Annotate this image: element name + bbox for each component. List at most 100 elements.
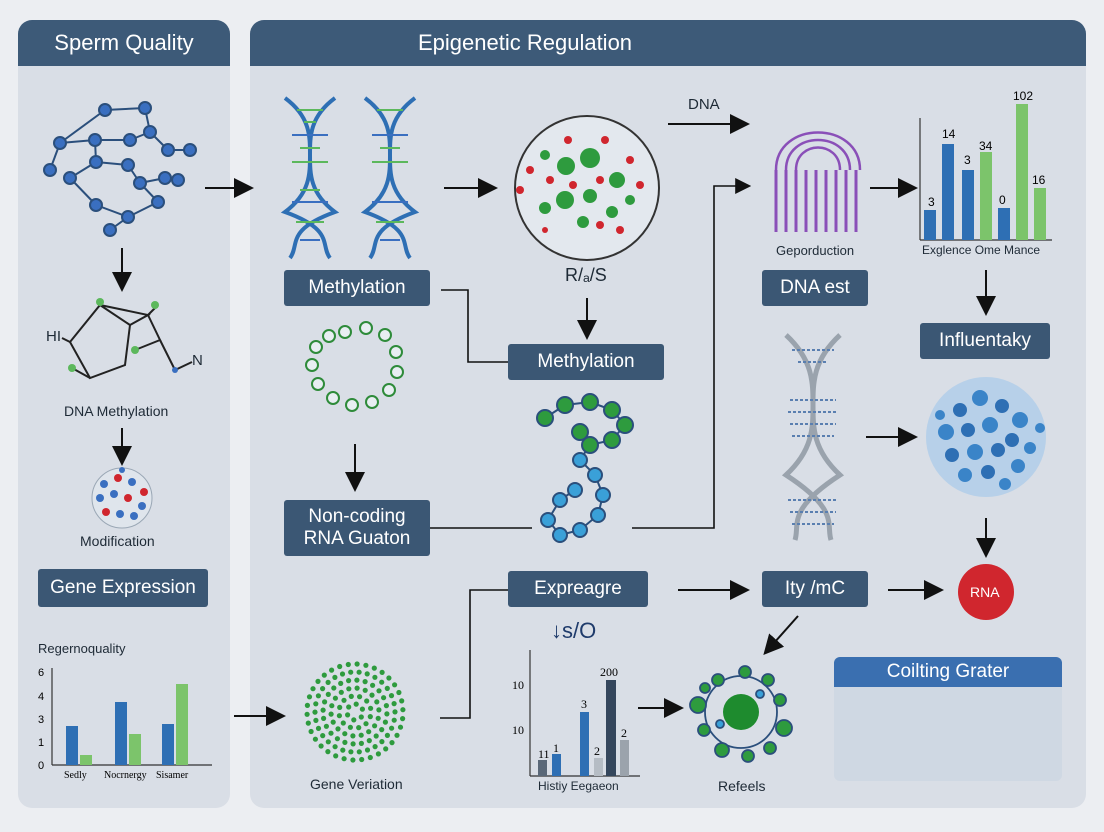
- gene-variation-dot: [334, 736, 340, 742]
- mini-bar-2b: [129, 734, 141, 765]
- rna-node-text: RNA: [970, 584, 1000, 600]
- bottom-label-2a: 2: [594, 744, 600, 758]
- gene-variation-dot: [371, 665, 377, 671]
- gene-variation-dot: [325, 679, 331, 686]
- gene-variation-dot: [320, 733, 326, 739]
- gene-variation-dot: [367, 754, 373, 761]
- bottom-bar-5: [606, 680, 616, 776]
- bottom-ytick-2: 10: [512, 723, 524, 737]
- mini-ytick-6: 6: [38, 667, 44, 679]
- gene-variation-dot: [329, 667, 335, 673]
- gene-variation-dot: [359, 756, 365, 763]
- silver-dna-icon: [781, 333, 845, 541]
- gene-variation-dot: [354, 685, 360, 691]
- gene-variation-dot: [356, 749, 362, 755]
- top-label-3b: 3: [964, 153, 971, 167]
- molecule-letter-h: HI: [46, 328, 61, 345]
- blue-cluster-icon: [926, 377, 1046, 497]
- gene-variation-dot: [358, 714, 364, 720]
- noncoding-rna-label: Non-coding RNA Guaton: [284, 500, 430, 556]
- gene-variation-dot: [315, 693, 321, 699]
- bottom-ytick-1: 10: [512, 678, 524, 692]
- epigenetic-regulation-title: Epigenetic Regulation: [418, 30, 633, 55]
- gene-variation-dot: [320, 686, 326, 692]
- gene-variation-dot: [328, 730, 334, 736]
- gene-variation-dot: [374, 699, 380, 705]
- top-bar-5: [998, 208, 1010, 240]
- gene-variation-dot: [370, 682, 376, 688]
- gene-variation-dot: [325, 691, 331, 698]
- purple-comb-icon: [774, 131, 862, 232]
- gene-variation-dot: [366, 729, 372, 735]
- gene-variation-dot: [369, 692, 375, 698]
- dna-helix-icon-1: [280, 96, 340, 260]
- ity-mc-label: Ity /mC: [762, 571, 868, 607]
- gene-variation-dot: [348, 693, 354, 700]
- dna-est-label: DNA est: [762, 270, 868, 306]
- top-bar-4: [980, 152, 992, 240]
- bottom-label-11: 11: [538, 747, 550, 761]
- gene-variation-dot: [330, 719, 336, 725]
- modification-sphere-icon: [91, 467, 153, 529]
- gene-variation-dot: [383, 746, 389, 752]
- mini-bar-1b: [80, 755, 92, 765]
- mini-xtick-3: Sisamer: [156, 770, 189, 781]
- gene-variation-dot: [337, 704, 343, 711]
- gene-variation-dot: [389, 725, 395, 731]
- gene-variation-dot: [321, 715, 327, 722]
- gene-variation-dot: [350, 757, 356, 763]
- gene-variation-dot: [358, 732, 364, 738]
- mini-chart-title: Regernoquality: [38, 641, 126, 656]
- gene-variation-dot: [368, 705, 374, 711]
- top-bar-3: [962, 170, 974, 240]
- mini-ytick-0: 0: [38, 760, 44, 772]
- gene-variation-dot: [308, 728, 314, 735]
- gene-variation-dot: [357, 694, 363, 700]
- gene-variation-dot: [372, 744, 378, 750]
- mini-xtick-1: Sedly: [64, 770, 87, 781]
- gene-variation-dot: [362, 687, 368, 693]
- ros-text: R/ₐ/S: [565, 265, 607, 285]
- gene-variation-dot: [340, 720, 346, 726]
- gene-variation-dot: [394, 732, 400, 738]
- gene-variation-dot: [363, 662, 369, 668]
- dna-methylation-text: DNA Methylation: [64, 403, 169, 419]
- gene-variation-dot: [339, 671, 346, 677]
- top-bar-6: [1016, 104, 1028, 240]
- bottom-bar-6: [620, 740, 629, 776]
- gene-variation-dot: [400, 707, 406, 713]
- chemical-structure-icon: [61, 298, 193, 380]
- gene-variation-dot: [350, 741, 356, 747]
- sperm-quality-header: Sperm Quality: [18, 20, 230, 66]
- gene-variation-dot: [364, 671, 370, 677]
- gene-variation-dot: [341, 697, 347, 703]
- gene-variation-dot: [304, 711, 310, 717]
- top-bar-1: [924, 210, 936, 240]
- bottom-label-200: 200: [600, 665, 618, 679]
- gene-variation-dot: [346, 686, 352, 692]
- mini-ytick-1: 1: [38, 737, 44, 749]
- gene-variation-dot: [356, 725, 362, 731]
- gene-variation-dot: [332, 674, 338, 681]
- gene-expression-label: Gene Expression: [38, 569, 208, 607]
- mini-bar-1a: [66, 726, 78, 765]
- gene-variation-dot: [315, 725, 322, 732]
- gene-variation-dot: [333, 753, 339, 759]
- gene-variation-dot: [399, 698, 405, 704]
- gene-variation-dot: [322, 699, 328, 705]
- gene-variation-dot: [363, 721, 369, 727]
- gene-variation-dot: [347, 724, 353, 730]
- gene-variation-dot: [321, 672, 327, 678]
- gene-variation-dot: [351, 717, 357, 723]
- top-bar-7: [1034, 188, 1046, 240]
- gene-variation-dot: [379, 739, 385, 745]
- gene-variation-dot: [379, 727, 385, 733]
- gene-variation-dot: [338, 680, 344, 687]
- gene-variation-dot: [364, 698, 370, 704]
- bottom-bar-4: [594, 758, 603, 776]
- gene-variation-dot: [312, 736, 318, 742]
- gene-variation-dot: [382, 719, 388, 725]
- gene-variation-dot: [346, 678, 352, 684]
- bottom-label-2b: 2: [621, 726, 627, 740]
